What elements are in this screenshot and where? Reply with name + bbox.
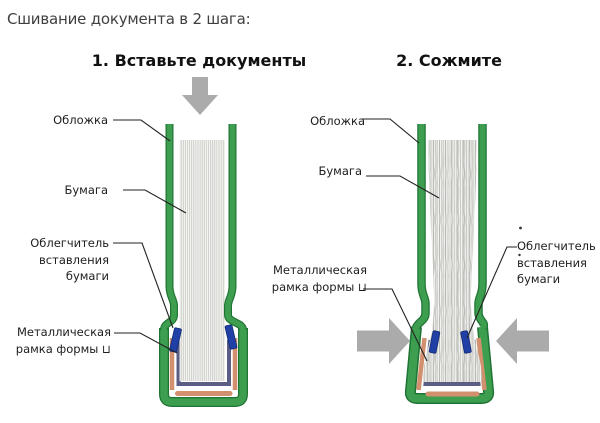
cover-left-wall	[413, 124, 429, 330]
leader-cover-step1	[113, 119, 171, 142]
leader-paper-step1	[123, 189, 187, 214]
label-paper-step1: Бумага	[64, 183, 108, 197]
insertion-aid-clip-right	[224, 324, 238, 350]
step2-heading: 2. Сожмите	[396, 51, 502, 70]
speck-dot	[519, 226, 522, 230]
cover-right-wall	[225, 124, 246, 331]
insertion-aid-clip-right	[460, 330, 472, 354]
binder-base	[160, 328, 247, 406]
page-title: Сшивание документа в 2 шага:	[7, 10, 251, 28]
step1-heading: 1. Вставьте документы	[91, 51, 307, 70]
cover-right-wall	[475, 124, 487, 330]
press-down-arrow-icon	[182, 77, 218, 115]
insertion-aid-clip-left	[428, 330, 441, 354]
label-cover-step1: Обложка	[53, 113, 108, 127]
metal-frame-sides	[416, 337, 487, 391]
label-metal-frame-step2: Металлическая рамка формы ⊔	[271, 263, 367, 294]
step2-binder	[357, 118, 549, 404]
cover-left-wall	[161, 124, 177, 331]
press-right-arrow-icon	[357, 318, 410, 364]
paper-stack	[179, 140, 225, 381]
step1-binder	[113, 77, 248, 407]
press-left-arrow-icon	[496, 318, 549, 364]
speck-dot	[518, 253, 521, 257]
label-insertion-aid-step2: Облегчитель вставления бумаги	[517, 239, 596, 287]
leader-paper-step2	[366, 175, 440, 199]
leader-insertion-aid-step2	[466, 246, 517, 339]
leader-metal-frame-step2	[363, 288, 428, 362]
label-paper-step2: Бумага	[318, 164, 362, 178]
leader-metal-frame-step1	[114, 332, 178, 354]
insertion-aid-clip-left	[169, 327, 182, 353]
binder-base	[406, 326, 493, 403]
leader-insertion-aid-step1	[113, 242, 174, 329]
metal-frame	[416, 337, 487, 397]
label-insertion-aid-step1: Облегчитель вставления бумаги	[30, 236, 109, 284]
leader-cover-step2	[362, 118, 420, 144]
label-cover-step2: Обложка	[310, 114, 365, 128]
paper-stack-grain	[423, 140, 482, 382]
binding-channel	[176, 340, 231, 386]
label-metal-frame-step1: Металлическая рамка формы ⊔	[15, 325, 111, 356]
